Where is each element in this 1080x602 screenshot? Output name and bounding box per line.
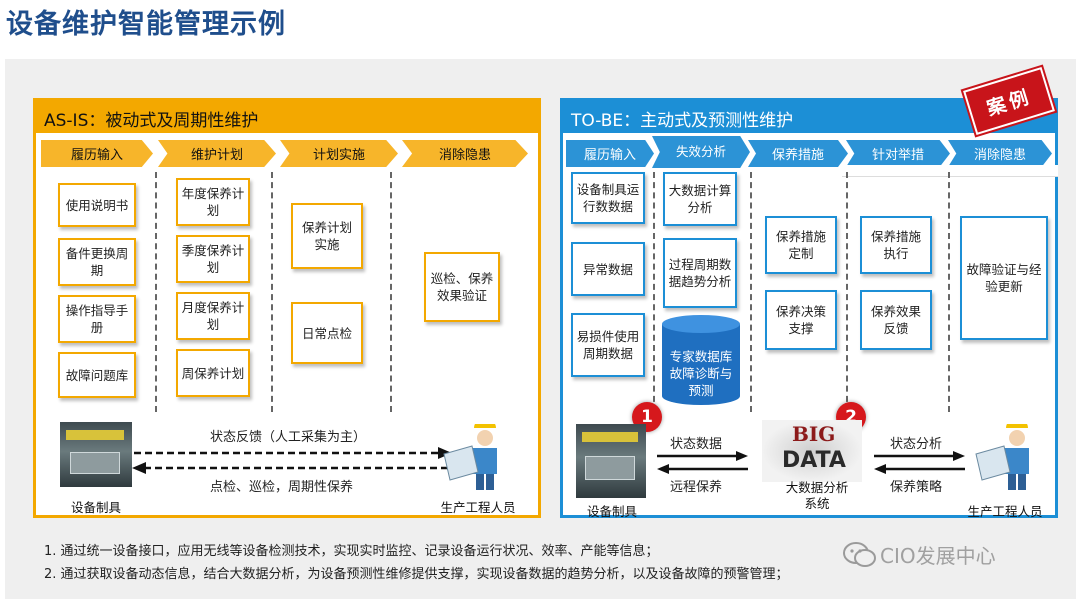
tobe-divider [948,172,950,412]
tobe-step-1: 履历输入 [566,140,654,167]
tobe-bigdata-calc: 大数据计算分析 [663,172,737,226]
tobe-right-label: 生产工程人员 [967,504,1043,519]
equipment-crane [582,432,638,442]
slide-title: 设备维护智能管理示例 [6,9,286,40]
equipment-body [585,456,635,480]
bigdata-cloud: BIG DATA [762,420,862,482]
tobe-arrow2-bottom-label: 保养策略 [890,480,943,495]
tobe-measure-custom: 保养措施定制 [765,216,837,274]
wechat-icon [843,542,876,567]
tobe-arrow1-bottom-label: 远程保养 [670,480,723,495]
tobe-header-overlay [842,165,1058,177]
asis-divider [271,172,273,412]
tobe-step-2: 失效分析 [652,136,750,168]
asis-plan-month: 月度保养计划 [176,292,250,340]
tobe-divider [846,172,848,412]
asis-header: AS-IS：被动式及周期性维护 [36,101,538,133]
tobe-arrows-2 [874,451,965,474]
tobe-step-3: 保养措施 [748,140,848,167]
tobe-wear-data: 易损件使用周期数据 [571,313,645,377]
asis-step-2: 维护计划 [158,140,276,167]
equipment-body [70,452,120,474]
engineer-icon [443,424,497,490]
tobe-left-label: 设备制具 [586,504,637,519]
asis-impl-plan: 保养计划实施 [291,203,363,269]
asis-divider [390,172,392,412]
equipment-image [60,422,132,487]
asis-right-label: 生产工程人员 [440,500,516,515]
database-icon [662,315,740,405]
tobe-fault-verify: 故障验证与经验更新 [960,216,1048,340]
tobe-arrow1-top-label: 状态数据 [670,437,723,452]
tobe-step-5: 消除隐患 [948,140,1052,167]
asis-arrows [132,447,452,474]
tobe-divider [750,172,752,412]
asis-arrow-bottom-label: 点检、巡检，周期性保养 [210,480,354,495]
watermark-text: CIO发展中心 [880,544,996,568]
asis-step-4: 消除隐患 [402,140,528,167]
tobe-arrow2-top-label: 状态分析 [890,437,943,452]
tobe-effect-feedback: 保养效果反馈 [860,290,932,350]
tobe-decision-support: 保养决策支撑 [765,290,837,350]
asis-plan-quarter: 季度保养计划 [176,235,250,283]
bigdata-word-big: BIG [792,422,836,446]
database-label: 专家数据库故障诊断与预测 [669,348,733,398]
asis-divider [155,172,157,412]
asis-doc-faults: 故障问题库 [58,352,136,398]
bigdata-word-data: DATA [782,448,846,473]
tobe-mid-label: 大数据分析系统 [785,480,849,511]
equipment-crane [66,430,124,440]
asis-step-3: 计划实施 [280,140,398,167]
note-2: 2. 通过获取设备动态信息，结合大数据分析，为设备预测性维修提供支撑，实现设备数… [44,567,789,582]
asis-impl-daily: 日常点检 [291,302,363,364]
tobe-trend-analysis: 过程周期数据趋势分析 [663,238,737,308]
asis-verify: 巡检、保养效果验证 [424,252,500,322]
tobe-abnormal-data: 异常数据 [571,242,645,296]
asis-arrow-top-label: 状态反馈（人工采集为主） [210,430,367,445]
asis-plan-week: 周保养计划 [176,349,250,397]
asis-left-label: 设备制具 [70,500,121,515]
note-1: 1. 通过统一设备接口，应用无线等设备检测技术，实现实时监控、记录设备运行状况、… [44,544,659,559]
tobe-divider [653,172,655,412]
asis-doc-manual: 使用说明书 [58,183,136,227]
tobe-arrows-1 [657,451,748,474]
tobe-runtime-data: 设备制具运行数数据 [571,172,645,224]
tobe-measure-exec: 保养措施执行 [860,216,932,274]
asis-plan-year: 年度保养计划 [176,178,250,226]
tobe-step-4: 针对举措 [846,140,950,167]
asis-doc-guide: 操作指导手册 [58,295,136,343]
asis-doc-parts: 备件更换周期 [58,238,136,286]
asis-step-1: 履历输入 [41,140,153,167]
tobe-engineer-icon [975,424,1029,490]
tobe-equipment-image [576,424,646,498]
